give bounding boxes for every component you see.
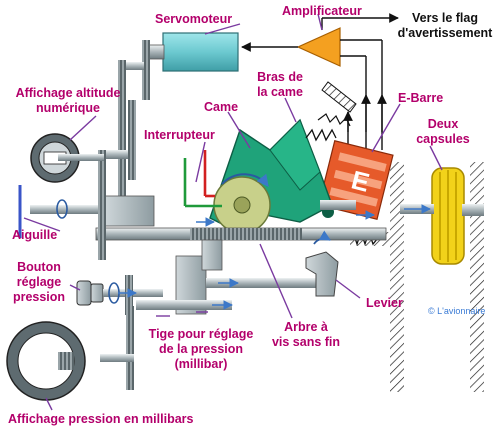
arbre-label: Arbre à vis sans fin (268, 320, 344, 350)
bouton-label: Bouton réglage pression (6, 260, 72, 305)
pressure-display-icon (6, 321, 86, 401)
servomoteur-label: Servomoteur (155, 12, 233, 26)
pressure-gears (100, 306, 134, 390)
bouton-line2: réglage (16, 275, 62, 289)
worm-screw-icon (95, 200, 434, 241)
tige-line3: (millibar) (174, 357, 228, 371)
affichage-pression-label: Affichage pression en millibars (8, 412, 194, 426)
capsules-label: Deux capsules (412, 117, 474, 147)
motion-arrows (196, 210, 375, 227)
ebarre-label: E-Barre (398, 91, 444, 105)
capsules-line1: Deux (427, 117, 459, 131)
ratchet-block (317, 81, 357, 127)
bras-came-label: Bras de la came (250, 70, 310, 100)
amplifier-icon (296, 27, 341, 67)
affichage-altitude-label: Affichage altitude numérique (4, 86, 132, 116)
aiguille-label: Aiguille (12, 228, 58, 242)
bouton-line1: Bouton (17, 260, 61, 274)
tige-line2: de la pression (158, 342, 244, 356)
flag-label: Vers le flag d'avertissement (395, 11, 495, 41)
servomotor-icon (106, 32, 239, 210)
lever-icon (136, 230, 339, 315)
knob-icon (76, 275, 163, 315)
tige-label: Tige pour réglage de la pression (millib… (142, 327, 260, 372)
levier-label: Levier (366, 296, 403, 310)
altitude-display-icon (30, 133, 104, 183)
switch-icon (183, 150, 222, 208)
came-label: Came (204, 100, 239, 114)
arbre-line2: vis sans fin (271, 335, 341, 349)
ebarre-icon: E (318, 139, 394, 221)
capsules-line2: capsules (416, 132, 470, 146)
copyright-text: © L'avionnaire (428, 306, 486, 316)
leader-lines (23, 13, 443, 411)
affichage-altitude-line2: numérique (36, 101, 100, 115)
bras-came-line1: Bras de (257, 70, 303, 84)
interrupteur-label: Interrupteur (144, 128, 215, 142)
flag-label-line2: d'avertissement (397, 26, 493, 40)
needle-gears (18, 100, 155, 260)
capsules-icon (431, 167, 484, 265)
affichage-altitude-line1: Affichage altitude (15, 86, 121, 100)
bouton-line3: pression (12, 290, 66, 304)
flag-label-line1: Vers le flag (411, 11, 478, 25)
amplificateur-label: Amplificateur (282, 4, 362, 18)
housing-wall (350, 162, 484, 392)
bras-came-line2: la came (257, 85, 303, 99)
arbre-line1: Arbre à (284, 320, 328, 334)
tige-line1: Tige pour réglage (148, 327, 254, 341)
